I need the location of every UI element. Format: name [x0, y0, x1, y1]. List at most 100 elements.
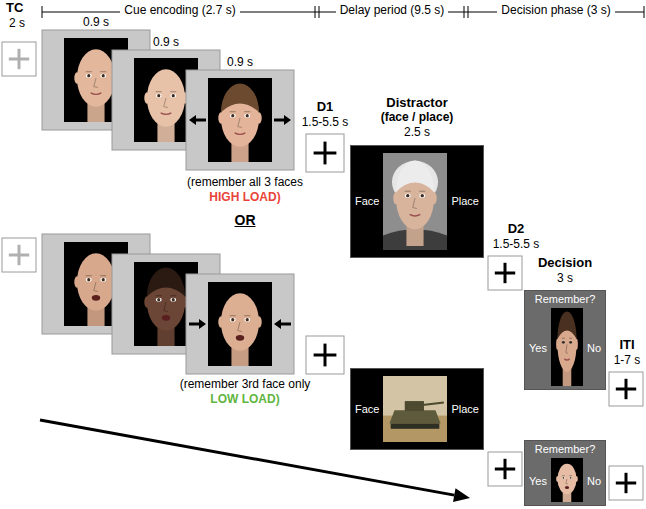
face-stimulus: [186, 274, 294, 374]
face-iris: [172, 298, 175, 301]
face-brow: [244, 111, 250, 112]
face-eye: [230, 114, 236, 118]
load-name: HIGH LOAD): [209, 191, 280, 205]
cross-bar: [625, 379, 628, 399]
response-option: No: [587, 342, 601, 355]
face-iris: [421, 194, 424, 197]
face-mouth: [162, 315, 170, 321]
stimulus-image: [551, 308, 583, 386]
face-hair: [396, 161, 434, 192]
face-iris: [246, 318, 249, 321]
face-iris: [407, 194, 410, 197]
duration-label: 1.5-5.5 s: [302, 116, 349, 130]
timeline-tick: [319, 6, 320, 18]
phase-heading: Delay period (9.5 s): [336, 4, 449, 18]
face-brow: [156, 295, 162, 296]
face-stimulus: [186, 70, 294, 170]
cue-arrow: [189, 319, 206, 329]
cross-bar: [18, 49, 21, 69]
category-option: Place: [451, 195, 479, 208]
category-option: Place: [451, 403, 479, 416]
face-eye: [405, 194, 411, 198]
face-nose: [566, 344, 568, 353]
fixation-cross: [306, 134, 344, 172]
phase-code: D2: [508, 222, 525, 237]
face-brow: [405, 191, 411, 192]
face-nose: [238, 322, 242, 332]
prompt-text: Remember?: [535, 293, 596, 306]
face-brow: [100, 275, 106, 276]
face-mouth: [91, 93, 102, 94]
face-eye: [569, 476, 572, 478]
phase-code: Distractor: [386, 96, 447, 111]
cross-bar: [625, 473, 628, 493]
face-eye: [170, 94, 176, 98]
face-iris: [157, 298, 160, 301]
face-mouth: [235, 133, 246, 134]
tank-gun: [423, 402, 444, 405]
phase-heading: Decision phase (3 s): [497, 4, 614, 18]
response-option: No: [587, 475, 601, 488]
face-brow: [86, 275, 92, 276]
face-brow: [562, 475, 565, 476]
face-eye: [562, 476, 565, 478]
face-eye: [230, 318, 236, 322]
face-mouth: [92, 295, 100, 301]
fixation-cross: [609, 466, 643, 500]
timeline-tick: [644, 6, 645, 18]
duration-label: 0.9 s: [153, 36, 179, 50]
tank-track: [391, 424, 440, 429]
cross-bar: [504, 263, 507, 283]
distractor-screen: Face Place: [350, 145, 484, 258]
face-brow: [86, 71, 92, 72]
duration-label: 0.9 s: [227, 56, 253, 70]
fixation-cross: [488, 256, 522, 290]
face-eye: [562, 340, 565, 344]
load-name: LOW LOAD): [210, 393, 279, 407]
face-brow: [100, 71, 106, 72]
duration-label: 1-7 s: [614, 354, 641, 368]
face-brow: [569, 337, 572, 338]
face-nose: [238, 118, 242, 128]
face-iris: [569, 340, 572, 343]
time-arrow-head: [453, 488, 470, 502]
response-option: Yes: [529, 475, 547, 488]
face-iris: [87, 74, 90, 77]
face-head: [77, 253, 115, 311]
phase-code: ITI: [619, 338, 634, 353]
category-option: Face: [355, 195, 379, 208]
face-iris: [172, 94, 175, 97]
arrow-shaft: [281, 323, 291, 326]
duration-label: 0.9 s: [83, 16, 109, 30]
face-brow: [230, 315, 236, 316]
condition-separator: OR: [235, 212, 256, 228]
face-iris: [87, 278, 90, 281]
face-eye: [244, 114, 250, 118]
arrow-head: [199, 319, 206, 329]
face-hair: [557, 311, 576, 338]
face-eye: [86, 74, 92, 78]
face-brow: [244, 315, 250, 316]
arrow-head: [274, 319, 281, 329]
phase-code: Decision: [538, 256, 592, 271]
face-mouth: [161, 113, 172, 114]
face-brow: [420, 191, 426, 192]
fixation-cross: [2, 42, 36, 76]
phase-code: D1: [317, 100, 334, 115]
response-option: Yes: [529, 342, 547, 355]
cue-arrow: [189, 115, 206, 125]
face-iris: [102, 74, 105, 77]
load-note: (remember all 3 faces: [187, 176, 303, 190]
cross-frame: [306, 134, 344, 172]
decision-screen: Remember? Yes No: [524, 290, 606, 390]
face-iris: [157, 94, 160, 97]
phase-code: TC: [6, 1, 23, 16]
face-nose: [164, 98, 168, 108]
arrow-shaft: [274, 119, 284, 122]
duration-label: 2.5 s: [404, 126, 430, 140]
face-eye: [569, 340, 572, 344]
cue-arrow: [274, 319, 291, 329]
